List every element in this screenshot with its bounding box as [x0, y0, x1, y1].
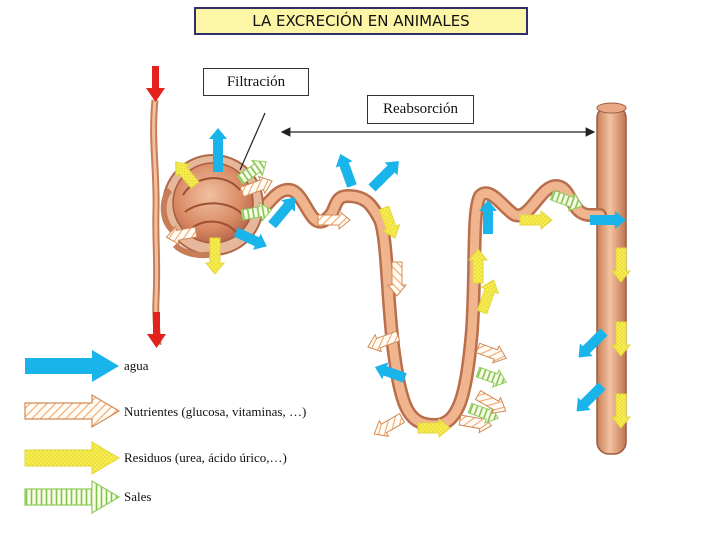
- filtration-pointer: [239, 112, 266, 171]
- water-arrow: [479, 200, 497, 234]
- legend-water-arrow: [25, 350, 119, 382]
- nutrients-arrow: [475, 342, 507, 364]
- waste-arrow: [467, 248, 489, 284]
- nutrients-arrow: [239, 175, 273, 198]
- water-arrow: [368, 161, 399, 192]
- filtration-label: Filtración: [203, 68, 309, 96]
- glomerulus-vessels: [150, 99, 162, 346]
- salts-arrow: [240, 201, 273, 222]
- water-arrow: [374, 362, 407, 383]
- water-arrow: [576, 382, 606, 412]
- waste-arrow: [610, 393, 632, 429]
- salts-arrow: [475, 366, 507, 388]
- blood-in-arrow: [146, 66, 165, 102]
- nutrients-arrow: [386, 261, 408, 297]
- legend-nutrients-arrow: [24, 393, 121, 429]
- water-arrow: [578, 328, 608, 358]
- waste-arrow: [476, 279, 500, 315]
- substance-arrows: [165, 128, 632, 439]
- nutrients-arrow: [373, 412, 406, 437]
- page-title: LA EXCRECIÓN EN ANIMALES: [194, 7, 528, 35]
- waste-arrow: [417, 417, 451, 439]
- water-arrow: [233, 227, 267, 250]
- blood-out-arrow: [147, 312, 166, 348]
- nutrients-arrow: [474, 389, 507, 414]
- waste-arrow: [519, 209, 553, 231]
- legend-waste-arrow: [24, 441, 120, 475]
- waste-arrow: [378, 205, 401, 239]
- nutrients-arrow: [165, 225, 198, 246]
- salts-arrow: [236, 160, 267, 185]
- collecting-duct: [596, 102, 627, 455]
- legend-label-salts: Sales: [124, 489, 152, 504]
- legend-salts-arrow: [24, 479, 121, 515]
- nutrients-arrow: [317, 209, 351, 231]
- salts-arrow: [549, 189, 583, 212]
- waste-arrow: [175, 161, 200, 189]
- water-arrow: [268, 197, 296, 229]
- water-arrow: [209, 128, 227, 172]
- legend-label-water: agua: [124, 358, 149, 373]
- waste-arrow: [204, 237, 226, 275]
- water-arrow: [335, 154, 357, 188]
- waste-arrow: [610, 321, 632, 357]
- nutrients-arrow: [367, 330, 401, 353]
- reabsorption-label: Reabsorción: [367, 95, 474, 124]
- legend-label-waste: Residuos (urea, ácido úrico,…): [124, 450, 287, 465]
- water-arrow: [590, 211, 626, 229]
- legend-label-nutrients: Nutrientes (glucosa, vitaminas, …): [124, 404, 307, 419]
- waste-arrow: [610, 247, 632, 283]
